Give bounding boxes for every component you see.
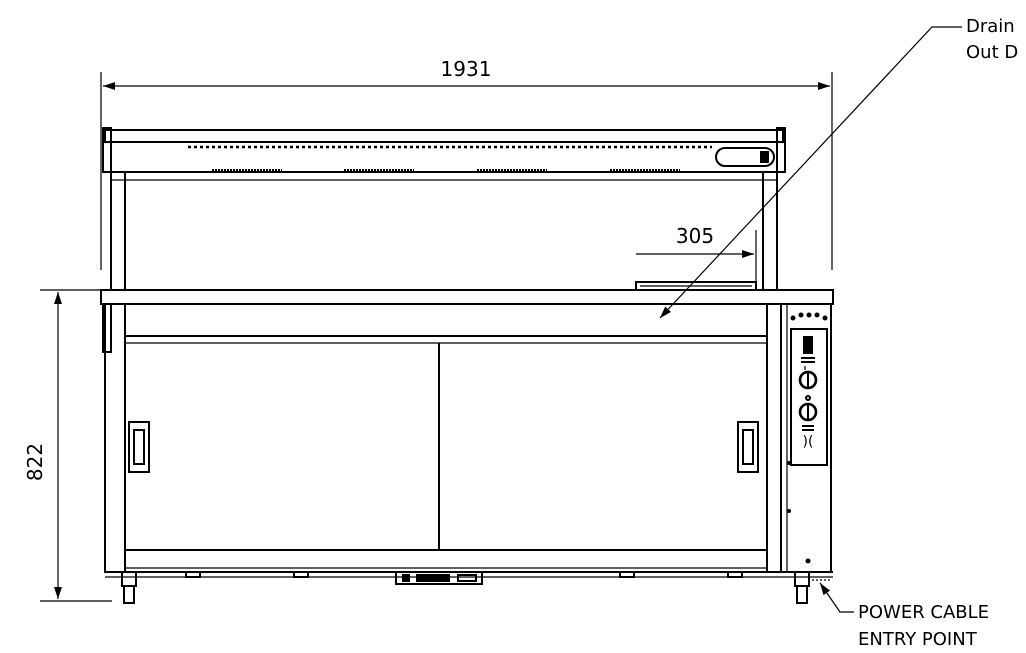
gantry-switch-icon xyxy=(760,151,769,163)
cabinet-end-cap-left xyxy=(102,303,112,353)
gantry-post-left xyxy=(110,171,126,291)
height-dimension-label: 822 xyxy=(23,443,47,481)
control-panel xyxy=(790,328,828,466)
drain-callout-line1: Drain xyxy=(966,16,1015,37)
thermostat-knob-upper xyxy=(798,370,818,390)
drain-leader-line xyxy=(659,26,962,319)
cabinet-body xyxy=(104,303,782,573)
counter-top-slab xyxy=(100,289,834,305)
thermostat-knob-lower xyxy=(798,402,818,422)
foot-right-bracket xyxy=(794,571,810,587)
height-dimension: 822 xyxy=(23,289,112,602)
foot-left xyxy=(123,585,135,604)
drain-offset-dimension: 305 xyxy=(636,224,757,282)
gantry-switch-panel xyxy=(715,147,775,167)
width-dimension: 1931 xyxy=(100,57,833,270)
control-symbol: )( xyxy=(803,434,814,450)
base xyxy=(105,571,833,604)
power-callout-line1: POWER CABLE xyxy=(858,602,989,623)
gantry xyxy=(102,127,786,291)
foot-left-bracket xyxy=(121,571,137,587)
cabinet: )( xyxy=(102,303,832,573)
door-handle-left xyxy=(128,421,150,473)
drain-callout-line2: Out D xyxy=(966,42,1018,63)
gantry-light-housing xyxy=(110,141,778,173)
gantry-post-right xyxy=(762,171,778,291)
width-dimension-label: 1931 xyxy=(441,57,492,81)
power-cable-callout: POWER CABLE ENTRY POINT xyxy=(819,582,989,650)
drain-offset-label: 305 xyxy=(676,224,714,248)
door-handle-right xyxy=(737,421,759,473)
power-cable-leader-line xyxy=(819,582,854,613)
gantry-top-rail xyxy=(104,129,784,143)
drain-callout: Drain Out D xyxy=(659,16,1018,319)
power-switch-icon xyxy=(803,336,813,354)
drain-plate xyxy=(635,281,757,291)
counter-top xyxy=(100,281,834,305)
power-callout-line2: ENTRY POINT xyxy=(858,629,978,650)
control-indicator-lights xyxy=(790,312,828,321)
foot-right xyxy=(796,585,808,604)
electrical-junction-box xyxy=(395,571,483,585)
